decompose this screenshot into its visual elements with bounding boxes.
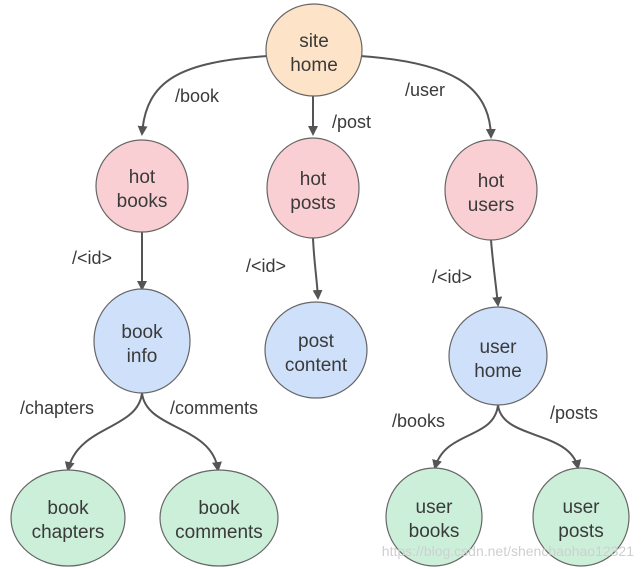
edge-label-chapters: /chapters xyxy=(20,398,94,418)
edge-book-info-to-book-chapters xyxy=(64,392,143,472)
node-label-line1: book xyxy=(47,498,89,519)
edge-label-books: /books xyxy=(392,411,445,431)
node-book-info: book info xyxy=(93,288,191,394)
node-label-line1: user xyxy=(416,497,454,518)
edge-label-comments: /comments xyxy=(170,398,258,418)
node-label-line2: posts xyxy=(558,521,603,542)
node-label-line2: comments xyxy=(175,522,263,543)
node-label-line2: books xyxy=(409,521,460,542)
edge-hot-users-to-user-home xyxy=(490,239,503,307)
node-site-home: site home xyxy=(265,3,363,97)
edge-label-post-id: /<id> xyxy=(246,256,286,276)
node-label-line2: content xyxy=(285,355,348,376)
node-label-line2: books xyxy=(117,191,168,212)
nodes: site home hot books hot posts hot users … xyxy=(10,3,630,567)
edge-site-home-to-hot-users xyxy=(359,55,496,139)
node-book-chapters: book chapters xyxy=(10,469,126,567)
edge-user-home-to-user-books xyxy=(432,404,499,470)
node-post-content: post content xyxy=(264,301,368,399)
node-label-line1: hot xyxy=(129,167,156,188)
node-label-line1: hot xyxy=(300,169,327,190)
node-label-line1: post xyxy=(298,331,335,352)
node-label-line1: hot xyxy=(478,171,505,192)
edge-label-book-id: /<id> xyxy=(72,248,112,268)
edge-site-home-to-hot-books xyxy=(137,55,269,136)
edge-label-user: /user xyxy=(405,80,445,100)
node-hot-users: hot users xyxy=(444,139,538,241)
edge-label-user-id: /<id> xyxy=(432,267,472,287)
node-label-line1: user xyxy=(480,337,518,358)
edges xyxy=(64,55,582,472)
edge-label-book: /book xyxy=(175,86,220,106)
node-user-books: user books xyxy=(385,467,483,567)
edge-book-info-to-book-comments xyxy=(141,392,222,472)
node-user-home: user home xyxy=(448,306,548,406)
node-label-line2: home xyxy=(290,55,338,76)
node-hot-books: hot books xyxy=(95,139,189,233)
node-label-line2: home xyxy=(474,361,522,382)
watermark-text: https://blog.csdn.net/shenchaohao12321 xyxy=(382,543,634,559)
node-user-posts: user posts xyxy=(532,467,630,567)
node-label-line1: book xyxy=(198,498,240,519)
node-label-line1: site xyxy=(299,31,329,52)
node-label-line2: users xyxy=(468,195,514,216)
edge-labels: /book /post /user /<id> /<id> /<id> /cha… xyxy=(20,80,598,431)
edge-hot-posts-to-post-content xyxy=(312,237,323,300)
node-label-line2: chapters xyxy=(32,522,105,543)
edge-label-posts: /posts xyxy=(550,403,598,423)
edge-label-post: /post xyxy=(332,112,371,132)
node-label-line1: user xyxy=(563,497,601,518)
node-hot-posts: hot posts xyxy=(266,137,360,239)
node-label-line2: info xyxy=(127,346,158,367)
edge-user-home-to-user-posts xyxy=(497,404,582,470)
node-label-line2: posts xyxy=(290,193,335,214)
node-book-comments: book comments xyxy=(159,469,279,567)
node-label-line1: book xyxy=(121,322,163,343)
